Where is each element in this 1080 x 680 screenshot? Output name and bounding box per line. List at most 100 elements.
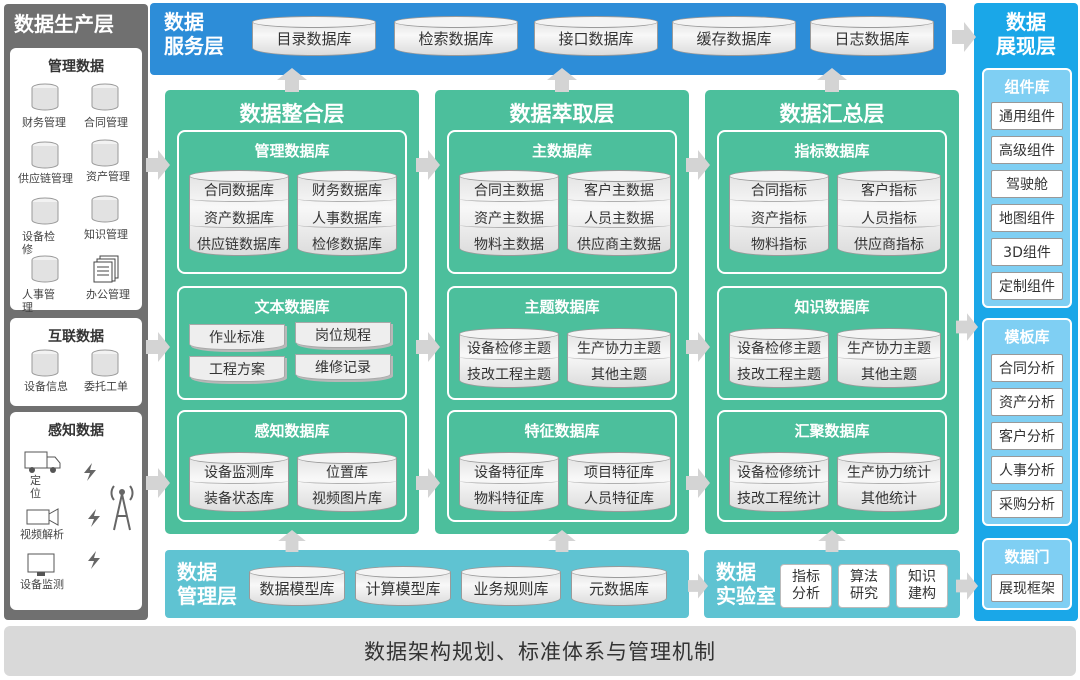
lightning-icon [88,509,100,527]
contract-indicator-item: 合同指标 [751,183,807,199]
arrow-up-icon [277,68,307,92]
arrow-right-icon [686,332,710,362]
data-summary-layer: 数据汇总层 指标数据库 合同指标 资产指标 物料指标 客户指标 人员指标 供应商… [705,90,959,534]
aggregate-database-panel: 汇聚数据库 设备检修统计 技改工程统计 生产协力统计 其他统计 [717,410,947,522]
tech-renovation-stat-item: 技改工程统计 [737,491,821,507]
customer-analysis-button[interactable]: 客户分析 [991,422,1063,450]
maintenance-label: 设备检修 [22,230,55,256]
other-knowledge-item: 其他主题 [861,367,917,383]
supply-chain-label: 供应链管理 [18,172,73,185]
text-database-panel: 文本数据库 作业标准 岗位规程 工程方案 维修记录 [177,286,407,400]
finance-db-item: 财务数据库 [312,183,382,199]
map-component-button[interactable]: 地图组件 [991,204,1063,232]
office-docs-icon [93,255,119,283]
finance-label: 财务管理 [22,116,66,129]
search-db[interactable]: 检索数据库 [394,16,518,56]
finance-db-icon [31,83,59,111]
data-service-title-line2: 服务层 [164,34,224,58]
aggregate-db-left-stack: 设备检修统计 技改工程统计 [729,452,829,512]
other-stat-item: 其他统计 [861,491,917,507]
text-database-title: 文本数据库 [254,298,330,316]
compute-model-db[interactable]: 计算模型库 [355,566,451,606]
production-layer-title: 数据生产层 [14,12,114,36]
arrow-up-icon [817,68,847,92]
arrow-right-icon [146,332,170,362]
arrow-right-icon [956,572,978,600]
management-database-title: 管理数据库 [254,142,330,160]
display-framework-button[interactable]: 展现框架 [991,574,1063,602]
general-component-button[interactable]: 通用组件 [991,102,1063,130]
equipment-status-db-item: 装备状态库 [204,491,274,507]
data-management-layer: 数据 管理层 数据模型库 计算模型库 业务规则库 元数据库 [165,550,689,618]
data-lab-layer-title: 数据 实验室 [716,560,776,608]
procurement-analysis-button[interactable]: 采购分析 [991,490,1063,518]
aggregate-db-right-stack: 生产协力统计 其他统计 [837,452,941,512]
customer-indicator-item: 客户指标 [861,183,917,199]
asset-label: 资产管理 [86,170,130,183]
arrow-right-icon [416,468,440,498]
master-db-right-stack: 客户主数据 人员主数据 供应商主数据 [567,170,671,256]
component-library-title: 组件库 [1004,78,1050,96]
work-standard-doc: 作业标准 [189,324,285,350]
indicator-analysis-button[interactable]: 指标分析 [780,564,832,608]
master-db-left-stack: 合同主数据 资产主数据 物料主数据 [459,170,559,256]
internet-data-box: 互联数据 设备信息 委托工单 [10,318,142,406]
management-db-right-stack: 财务数据库 人事数据库 检修数据库 [297,170,397,256]
arrow-right-icon [956,313,978,341]
log-db[interactable]: 日志数据库 [810,16,934,56]
knowledge-construction-button[interactable]: 知识建构 [896,564,948,608]
topic-database-title: 主题数据库 [524,298,600,316]
equipment-maintenance-topic-item: 设备检修主题 [467,341,551,357]
topic-database-panel: 主题数据库 设备检修主题 技改工程主题 生产协力主题 其他主题 [447,286,677,400]
data-lab-layer: 数据 实验室 指标分析 算法研究 知识建构 [704,550,960,618]
3d-component-button[interactable]: 3D组件 [991,238,1063,266]
interface-db[interactable]: 接口数据库 [534,16,658,56]
arrow-up-icon [547,68,577,92]
metadata-db[interactable]: 元数据库 [571,566,667,606]
data-management-title-line2: 管理层 [177,584,237,608]
equipment-maintenance-stat-item: 设备检修统计 [737,465,821,481]
location-label: 定位 [30,474,41,500]
indicator-db-left-stack: 合同指标 资产指标 物料指标 [729,170,829,256]
personnel-feature-item: 人员特征库 [584,491,654,507]
supplier-indicator-item: 供应商指标 [854,237,924,253]
management-database-panel: 管理数据库 合同数据库 资产数据库 供应链数据库 财务数据库 人事数据库 检修数… [177,130,407,274]
business-rule-db[interactable]: 业务规则库 [461,566,561,606]
maintenance-db-item: 检修数据库 [312,237,382,253]
data-management-layer-title: 数据 管理层 [177,560,237,608]
knowledge-label: 知识管理 [84,228,128,241]
material-master-item: 物料主数据 [474,237,544,253]
cockpit-button[interactable]: 驾驶舱 [991,170,1063,198]
log-db-label: 日志数据库 [810,22,934,56]
data-service-layer-title: 数据 服务层 [164,10,224,58]
other-topic-item: 其他主题 [591,367,647,383]
catalog-db[interactable]: 目录数据库 [252,16,376,56]
advanced-component-button[interactable]: 高级组件 [991,136,1063,164]
hr-analysis-button[interactable]: 人事分析 [991,456,1063,484]
arrow-right-icon [952,22,976,52]
master-database-panel: 主数据库 合同主数据 资产主数据 物料主数据 客户主数据 人员主数据 供应商主数… [447,130,677,274]
integration-layer-title: 数据整合层 [239,102,345,126]
arrow-right-icon [146,468,170,498]
arrow-right-icon [686,150,710,180]
sensing-database-title: 感知数据库 [254,422,330,440]
contract-analysis-button[interactable]: 合同分析 [991,354,1063,382]
device-info-label: 设备信息 [24,380,68,393]
arrow-up-icon [548,530,576,552]
antenna-icon [110,485,134,531]
project-feature-item: 项目特征库 [584,465,654,481]
management-db-left-stack: 合同数据库 资产数据库 供应链数据库 [189,170,289,256]
data-model-db[interactable]: 数据模型库 [249,566,345,606]
supplier-master-item: 供应商主数据 [577,237,661,253]
cache-db[interactable]: 缓存数据库 [672,16,796,56]
truck-icon [24,451,61,473]
algorithm-research-button[interactable]: 算法研究 [838,564,890,608]
asset-analysis-button[interactable]: 资产分析 [991,388,1063,416]
production-collab-knowledge-item: 生产协力主题 [847,341,931,357]
data-service-title-line1: 数据 [164,10,204,34]
data-management-title-line1: 数据 [177,560,217,584]
engineering-plan-doc: 工程方案 [189,356,285,382]
custom-component-button[interactable]: 定制组件 [991,272,1063,300]
topic-db-left-stack: 设备检修主题 技改工程主题 [459,328,559,388]
extraction-layer-title: 数据萃取层 [509,102,615,126]
